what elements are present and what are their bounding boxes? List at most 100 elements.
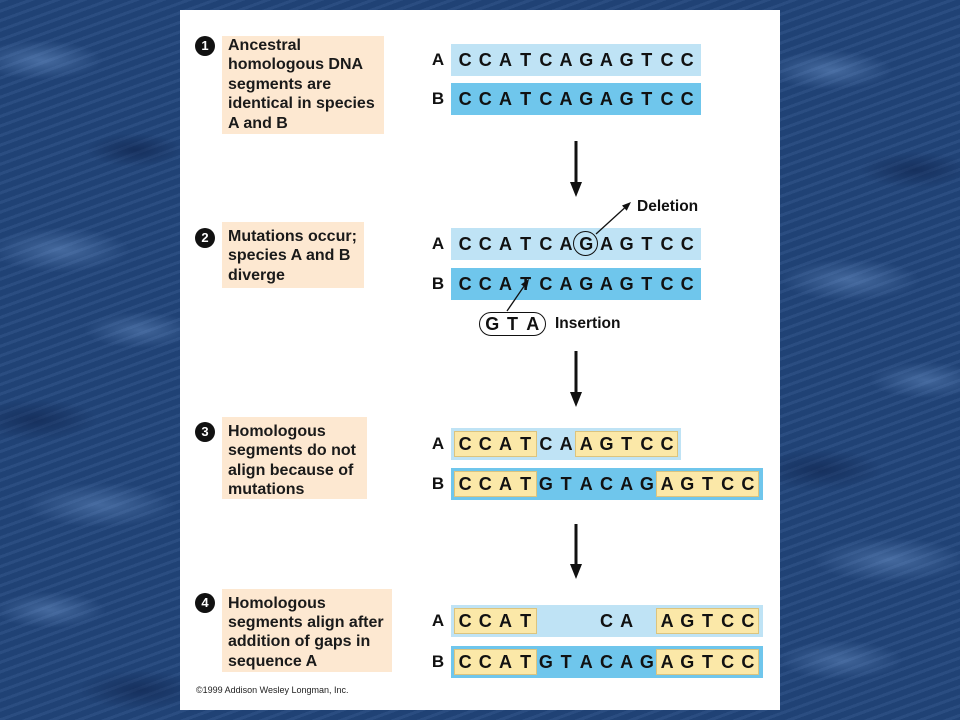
base-letter: A xyxy=(498,611,512,631)
caption-line: segments align after xyxy=(228,613,384,631)
caption-line: segments are xyxy=(228,75,332,93)
sequence-segment: C C A T C A G A G T C C xyxy=(455,83,697,115)
caption-line: Ancestral xyxy=(228,37,301,54)
base-letter: T xyxy=(701,652,713,672)
caption-line: segments do not xyxy=(228,442,357,460)
base-letter: A xyxy=(559,234,573,254)
base-letter: G xyxy=(680,474,695,494)
base-letter: A xyxy=(559,50,573,70)
base-letter: C xyxy=(680,234,694,254)
base-letter: C xyxy=(741,474,755,494)
homologous-segment: A G T C C xyxy=(656,608,759,634)
sequence-row-a: A C C A T C A G A G T C C xyxy=(428,44,768,76)
base-letter: C xyxy=(478,234,492,254)
species-label: A xyxy=(431,234,445,253)
base-letter: T xyxy=(507,314,518,334)
base-letter: A xyxy=(498,474,512,494)
base-letter: G xyxy=(639,652,654,672)
dna-segment-bar: C C A T G T A C A G A G T C C xyxy=(451,468,763,500)
base-letter: C xyxy=(660,434,674,454)
base-letter: G xyxy=(639,474,654,494)
base-letter: C xyxy=(539,50,553,70)
sequence-segment: C C A T C A G A G T C C xyxy=(455,268,697,300)
base-letter: T xyxy=(641,274,653,294)
base-letter: A xyxy=(599,274,613,294)
base-letter: C xyxy=(599,474,613,494)
step-number-badge: 1 xyxy=(195,36,215,56)
base-letter: C xyxy=(458,652,472,672)
base-letter: T xyxy=(641,234,653,254)
base-letter: G xyxy=(485,314,500,334)
base-letter: A xyxy=(599,234,613,254)
homologous-segment: A G T C C xyxy=(656,471,759,497)
base-letter: T xyxy=(520,611,532,631)
base-letter: G xyxy=(619,50,634,70)
base-letter: A xyxy=(660,652,674,672)
sequence-segment: C A xyxy=(536,428,576,460)
sequence-segment: C C A T C A G A G T C C xyxy=(455,44,697,76)
base-letter: A xyxy=(620,474,634,494)
base-letter: C xyxy=(478,89,492,109)
step-caption-box: Mutations occur; species A and B diverge xyxy=(222,222,364,288)
base-letter: C xyxy=(741,611,755,631)
base-letter: T xyxy=(520,274,532,294)
base-letter: A xyxy=(579,652,593,672)
base-letter: G xyxy=(619,89,634,109)
step-caption-box: Ancestral homologous DNA segments are id… xyxy=(222,36,384,134)
insertion-label: Insertion xyxy=(555,315,621,332)
base-letter: T xyxy=(560,652,572,672)
deleted-base: G xyxy=(573,228,599,260)
sequence-row-a: A C C A T C A G A G T C C xyxy=(428,228,768,260)
dna-segment-bar: C C A T C A A G T C C xyxy=(451,428,681,460)
base-letter: C xyxy=(741,652,755,672)
base-letter: C xyxy=(478,274,492,294)
base-letter: T xyxy=(621,434,633,454)
homologous-segment: C C A T xyxy=(454,471,537,497)
sequence-segment: G T A C A G xyxy=(536,646,657,678)
base-letter: A xyxy=(498,274,512,294)
sequence-segment: C C A T C A xyxy=(455,228,576,260)
base-letter: C xyxy=(539,89,553,109)
base-letter: A xyxy=(526,314,540,334)
sequence-row-b: B C C A T C A G A G T C C xyxy=(428,83,768,115)
base-letter: A xyxy=(599,50,613,70)
caption-line: sequence A xyxy=(228,652,318,670)
step-number-badge: 3 xyxy=(195,422,215,442)
base-letter: A xyxy=(660,611,674,631)
species-label: A xyxy=(431,434,445,453)
base-letter: A xyxy=(620,652,634,672)
caption-line: Mutations occur; xyxy=(228,228,357,245)
dna-segment-bar: C C A T C A G A G T C C xyxy=(451,268,701,300)
base-letter: A xyxy=(498,234,512,254)
insertion-bases: G T A xyxy=(482,315,543,333)
base-letter: C xyxy=(599,652,613,672)
base-letter: C xyxy=(660,234,674,254)
species-label: B xyxy=(431,652,445,671)
sequence-row-b: B C C A T C A G A G T C C xyxy=(428,268,768,300)
base-letter: C xyxy=(458,611,472,631)
caption-line: Homologous xyxy=(228,423,326,440)
caption-line: align because of xyxy=(228,461,354,479)
base-letter: C xyxy=(680,274,694,294)
base-letter: C xyxy=(478,434,492,454)
base-letter: G xyxy=(599,434,614,454)
base-letter: C xyxy=(539,234,553,254)
base-letter: T xyxy=(520,474,532,494)
dna-segment-bar: C C A T G T A C A G A G T C C xyxy=(451,646,763,678)
dna-segment-bar: C C A T C A G A G T C C xyxy=(451,83,701,115)
base-letter: C xyxy=(458,50,472,70)
copyright-notice: ©1999 Addison Wesley Longman, Inc. xyxy=(196,685,349,695)
base-letter: A xyxy=(620,611,634,631)
base-letter: C xyxy=(458,89,472,109)
insertion-bases-pill: G T A xyxy=(479,312,546,336)
base-letter: C xyxy=(478,50,492,70)
base-letter: A xyxy=(660,474,674,494)
base-letter: A xyxy=(559,89,573,109)
base-letter: A xyxy=(498,652,512,672)
step-caption-box: Homologous segments do not align because… xyxy=(222,417,367,499)
base-letter: C xyxy=(680,50,694,70)
caption-line: mutations xyxy=(228,481,305,499)
base-letter: T xyxy=(520,89,532,109)
base-letter: T xyxy=(520,50,532,70)
base-letter: G xyxy=(619,274,634,294)
